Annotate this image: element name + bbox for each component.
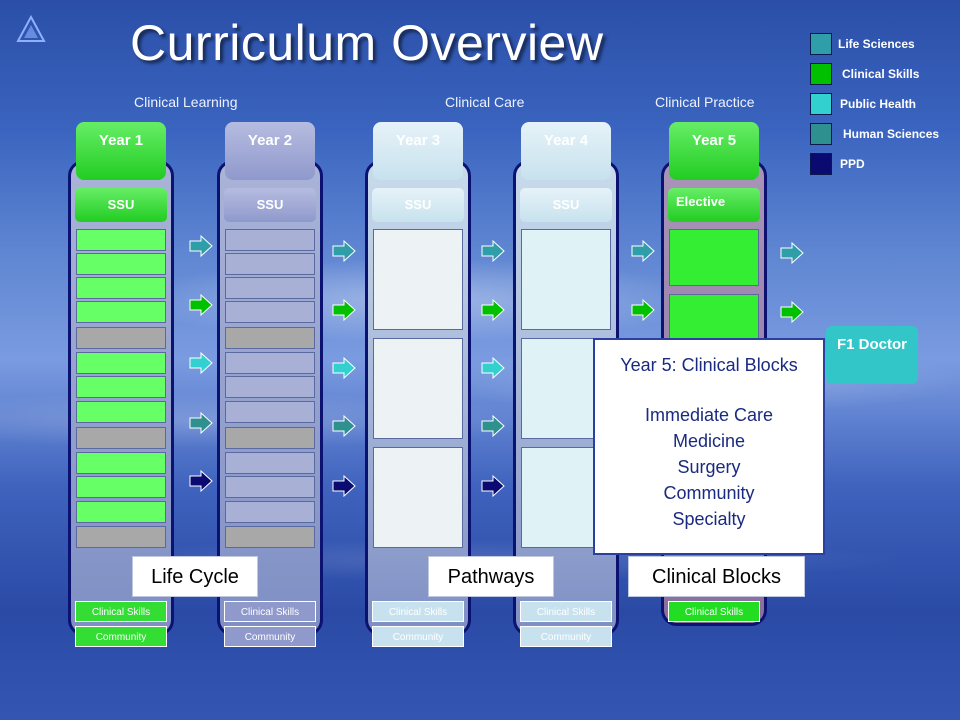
year-2-block — [225, 229, 315, 251]
arrow-right-icon — [481, 475, 505, 497]
arrow-right-icon — [780, 242, 804, 264]
legend-swatch — [810, 153, 832, 175]
year-1-block — [76, 526, 166, 548]
arrow-right-icon — [189, 294, 213, 316]
year-5-block — [669, 229, 759, 286]
year-2-community: Community — [224, 626, 316, 647]
page-title: Curriculum Overview — [130, 15, 604, 71]
arrow-right-icon — [631, 299, 655, 321]
phase-clinical-learning: Clinical Learning — [134, 94, 238, 110]
year-1-block — [76, 476, 166, 498]
year-1-block — [76, 352, 166, 374]
year-5-header: Year 5 — [669, 122, 759, 180]
year-2-block — [225, 476, 315, 498]
arrow-right-icon — [189, 235, 213, 257]
year-1-block — [76, 229, 166, 251]
year-2-block — [225, 253, 315, 275]
year-1-block — [76, 427, 166, 449]
arrow-right-icon — [332, 299, 356, 321]
year-1-block — [76, 301, 166, 323]
popup-item: Immediate Care — [644, 405, 774, 425]
year-2-block — [225, 427, 315, 449]
label-clinical-blocks: Clinical Blocks — [628, 556, 805, 597]
year-3-block — [373, 229, 463, 330]
year-2-block — [225, 376, 315, 398]
popup-item: Community — [663, 483, 755, 503]
year-5-block — [669, 294, 759, 344]
legend-label: Life Sciences — [838, 37, 915, 51]
year-4-block — [521, 229, 611, 330]
arrow-right-icon — [332, 415, 356, 437]
phase-clinical-practice: Clinical Practice — [655, 94, 755, 110]
year-2-block — [225, 526, 315, 548]
year-3-block — [373, 338, 463, 439]
year-3-ssu: SSU — [372, 188, 464, 222]
year-2-block — [225, 452, 315, 474]
year-1-block — [76, 253, 166, 275]
year-1-block — [76, 452, 166, 474]
year-2-block — [225, 352, 315, 374]
legend-swatch — [810, 93, 832, 115]
arrow-right-icon — [189, 352, 213, 374]
year-5-clinical-blocks-popup: Year 5: Clinical Blocks Immediate Care M… — [593, 338, 825, 555]
arrow-right-icon — [332, 475, 356, 497]
year-3-header: Year 3 — [373, 122, 463, 180]
arrow-right-icon — [332, 357, 356, 379]
arrow-right-icon — [780, 301, 804, 323]
year-4-ssu: SSU — [520, 188, 612, 222]
year-3-block — [373, 447, 463, 548]
arrow-right-icon — [481, 240, 505, 262]
popup-item: Medicine — [672, 431, 746, 451]
arrow-right-icon — [631, 240, 655, 262]
year-2-block — [225, 327, 315, 349]
year-1-block — [76, 501, 166, 523]
year-2-block — [225, 301, 315, 323]
legend-label: Human Sciences — [843, 127, 940, 141]
year-1-header: Year 1 — [76, 122, 166, 180]
year-2-block — [225, 501, 315, 523]
legend-swatch — [810, 123, 832, 145]
year-1-block — [76, 376, 166, 398]
year-3-clinical-skills: Clinical Skills — [372, 601, 464, 622]
arrow-right-icon — [189, 470, 213, 492]
arrow-right-icon — [481, 299, 505, 321]
year-1-block — [76, 277, 166, 299]
year-4-community: Community — [520, 626, 612, 647]
year-1-block — [76, 401, 166, 423]
year-1-block — [76, 327, 166, 349]
year-1-community: Community — [75, 626, 167, 647]
legend-label: Clinical Skills — [842, 67, 920, 81]
year-5-elective: Elective — [668, 188, 760, 222]
logo-icon — [16, 14, 46, 42]
label-life-cycle: Life Cycle — [132, 556, 258, 597]
year-1-ssu: SSU — [75, 188, 167, 222]
year-4-header: Year 4 — [521, 122, 611, 180]
year-2-block — [225, 401, 315, 423]
arrow-right-icon — [332, 240, 356, 262]
label-pathways: Pathways — [428, 556, 554, 597]
year-2-clinical-skills: Clinical Skills — [224, 601, 316, 622]
legend-swatch — [810, 33, 832, 55]
year-2-block — [225, 277, 315, 299]
arrow-right-icon — [481, 357, 505, 379]
arrow-right-icon — [189, 412, 213, 434]
popup-title: Year 5: Clinical Blocks — [620, 355, 798, 375]
popup-item: Surgery — [677, 457, 741, 477]
year-3-community: Community — [372, 626, 464, 647]
year-2-header: Year 2 — [225, 122, 315, 180]
f1-doctor-box: F1 Doctor — [826, 326, 918, 384]
year-2-ssu: SSU — [224, 188, 316, 222]
phase-clinical-care: Clinical Care — [445, 94, 525, 110]
legend-swatch — [810, 63, 832, 85]
legend-label: Public Health — [840, 97, 917, 111]
year-4-clinical-skills: Clinical Skills — [520, 601, 612, 622]
year-1-clinical-skills: Clinical Skills — [75, 601, 167, 622]
legend-label: PPD — [840, 157, 865, 171]
arrow-right-icon — [481, 415, 505, 437]
popup-item: Specialty — [672, 509, 746, 529]
year-5-clinical-skills: Clinical Skills — [668, 601, 760, 622]
